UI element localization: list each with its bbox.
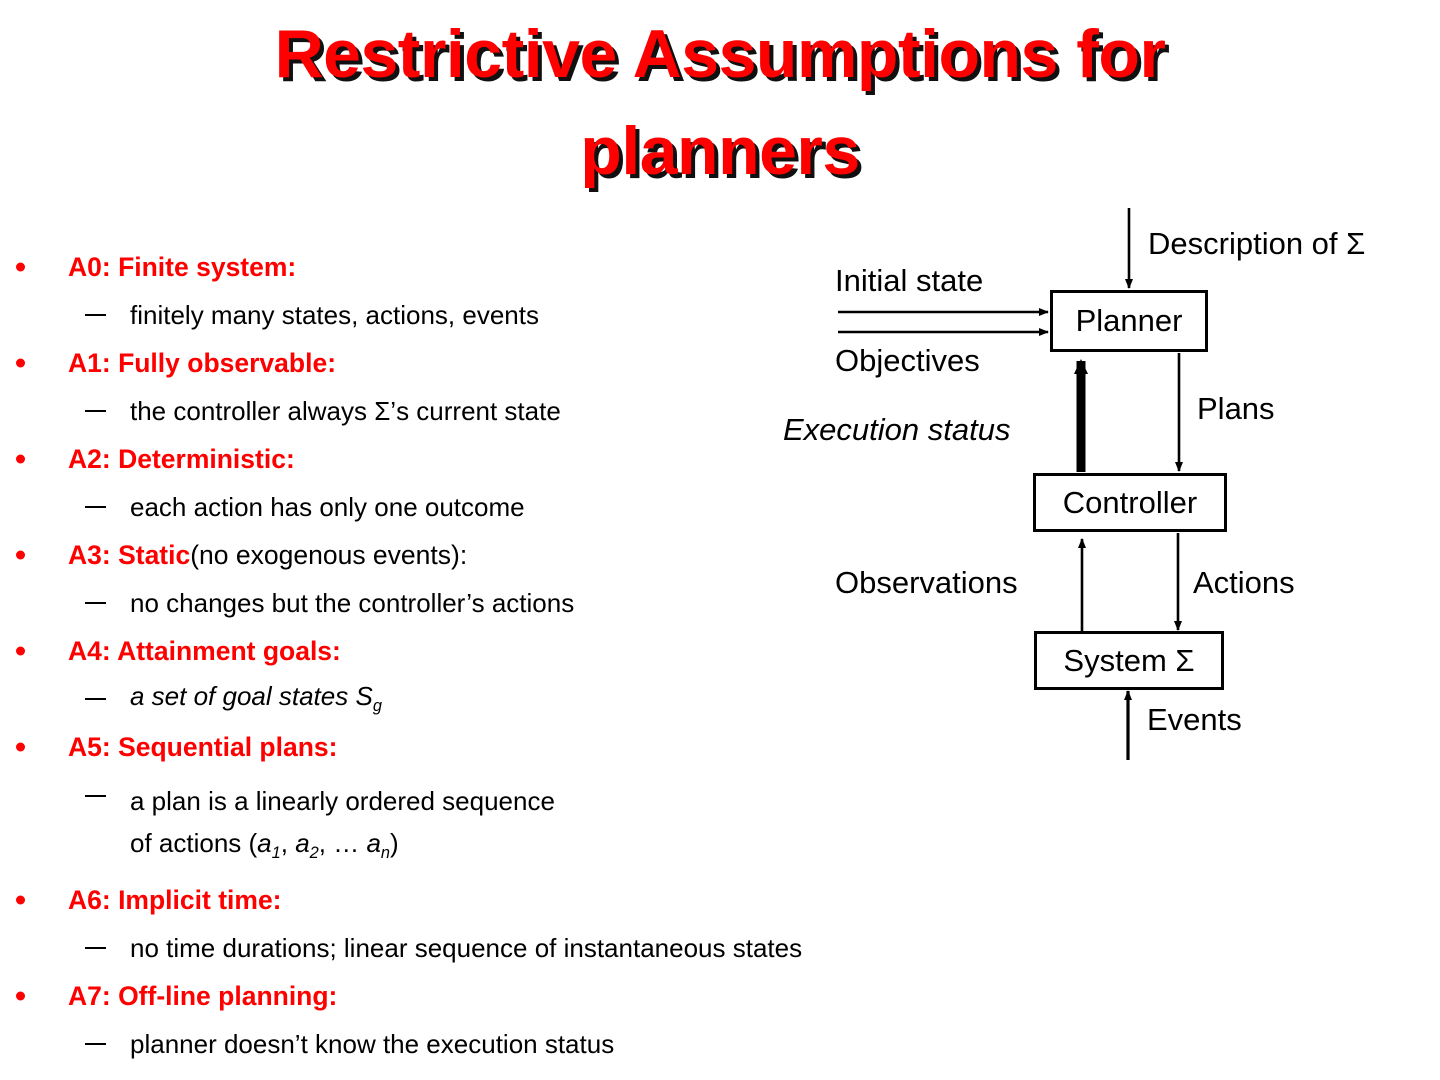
dash-icon xyxy=(85,506,106,508)
planner-box-label: Planner xyxy=(1075,303,1183,338)
controller-box: Controller xyxy=(1033,473,1227,532)
assumption-label: A6: Implicit time: xyxy=(68,884,282,915)
list-item: A7: Off-line planning: xyxy=(0,972,1030,1020)
bullet-dot-icon xyxy=(16,262,25,272)
list-item: A2: Deterministic: xyxy=(0,435,1030,483)
plans-label: Plans xyxy=(1197,391,1275,426)
assumption-label-tail: (no exogenous events): xyxy=(190,539,468,570)
list-item: A0: Finite system: xyxy=(0,243,1030,291)
list-item: A4: Attainment goals: xyxy=(0,627,1030,675)
bullet-dot-icon xyxy=(16,991,25,1001)
list-item: no time durations; linear sequence of in… xyxy=(0,924,1030,972)
dash-icon xyxy=(85,410,106,412)
list-item: no changes but the controller’s actions xyxy=(0,579,1030,627)
dash-icon xyxy=(85,795,106,797)
bullet-dot-icon xyxy=(16,550,25,560)
list-item: finitely many states, actions, events xyxy=(0,291,1030,339)
system-box: System Σ xyxy=(1034,631,1224,690)
list-item: a set of goal states Sg xyxy=(0,675,1030,723)
dash-icon xyxy=(85,602,106,604)
assumptions-list: A0: Finite system: finitely many states,… xyxy=(0,243,1030,1068)
assumption-detail: finitely many states, actions, events xyxy=(130,300,539,330)
dash-icon xyxy=(85,947,106,949)
assumption-label: A4: Attainment goals: xyxy=(68,635,341,666)
assumption-label: A2: Deterministic: xyxy=(68,443,295,474)
dash-icon xyxy=(85,314,106,316)
list-item: A5: Sequential plans: xyxy=(0,723,1030,771)
list-item: planner doesn’t know the execution statu… xyxy=(0,1020,1030,1068)
assumption-label: A7: Off-line planning: xyxy=(68,980,338,1011)
assumption-label: A5: Sequential plans: xyxy=(68,731,338,762)
bullet-dot-icon xyxy=(16,358,25,368)
list-item: A6: Implicit time: xyxy=(0,876,1030,924)
controller-box-label: Controller xyxy=(1062,484,1198,520)
events-label: Events xyxy=(1147,702,1242,737)
assumption-detail: planner doesn’t know the execution statu… xyxy=(130,1029,615,1059)
page-title: Restrictive Assumptions for planners xyxy=(274,16,1166,189)
assumption-detail: no time durations; linear sequence of in… xyxy=(130,933,803,963)
list-item: A3: Static (no exogenous events): xyxy=(0,531,1030,579)
assumption-detail: the controller always Σ’s current state xyxy=(130,396,561,426)
goal-subscript: g xyxy=(372,697,382,716)
description-label: Description of Σ xyxy=(1148,226,1366,261)
assumption-label: A1: Fully observable: xyxy=(68,347,337,378)
list-item: each action has only one outcome xyxy=(0,483,1030,531)
assumption-label: A3: Static xyxy=(68,539,191,570)
bullet-dot-icon xyxy=(16,454,25,464)
dash-icon xyxy=(85,698,106,700)
assumption-detail: each action has only one outcome xyxy=(130,492,525,522)
list-item: a plan is a linearly ordered sequence of… xyxy=(0,771,1030,876)
assumption-detail: no changes but the controller’s actions xyxy=(130,588,575,618)
assumption-label: A0: Finite system: xyxy=(68,251,297,282)
list-item: A1: Fully observable: xyxy=(0,339,1030,387)
bullet-dot-icon xyxy=(16,646,25,656)
system-box-label: System Σ xyxy=(1063,642,1195,678)
bullet-dot-icon xyxy=(16,742,25,752)
assumption-detail: a plan is a linearly ordered sequence of… xyxy=(130,786,555,863)
planner-box: Planner xyxy=(1050,290,1208,352)
assumption-detail: a set of goal states Sg xyxy=(130,681,382,716)
list-item: the controller always Σ’s current state xyxy=(0,387,1030,435)
actions-label: Actions xyxy=(1193,565,1295,600)
bullet-dot-icon xyxy=(16,895,25,905)
dash-icon xyxy=(85,1043,106,1045)
